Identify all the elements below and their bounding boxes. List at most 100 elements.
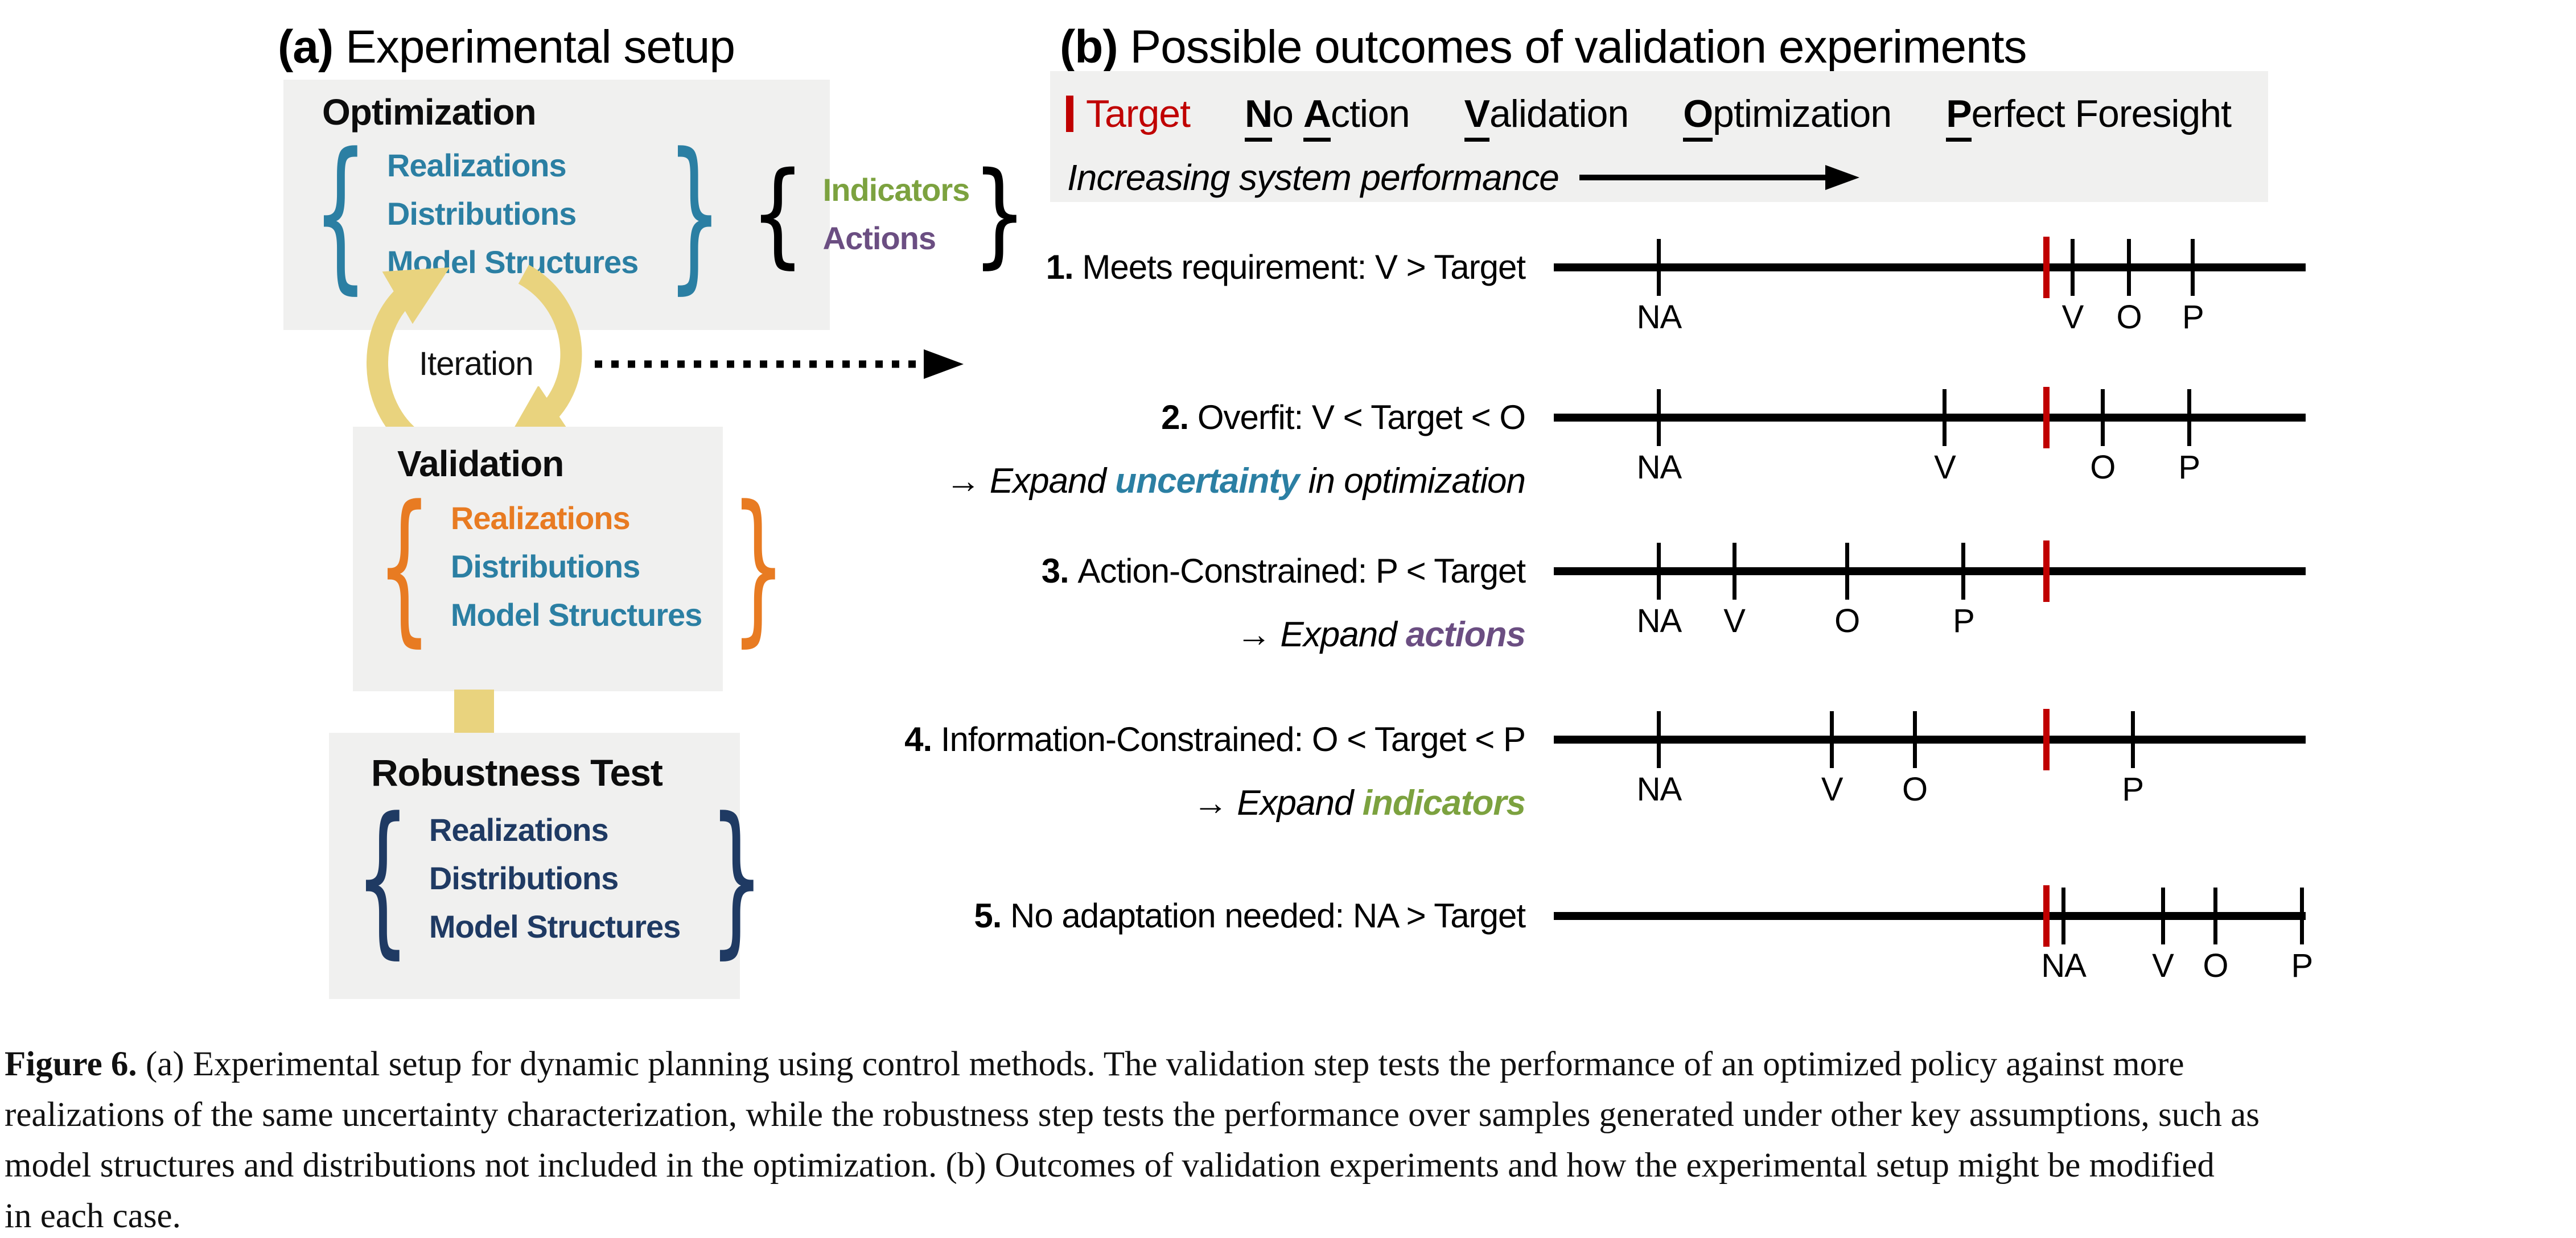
open-brace-icon: { xyxy=(376,470,432,662)
tick xyxy=(2100,389,2105,446)
robustness-box: Robustness Test { Realizations Distribut… xyxy=(329,733,764,999)
figure-caption: Figure 6. (a) Experimental setup for dyn… xyxy=(5,1039,2573,1238)
optimization-title: Optimization xyxy=(322,92,537,133)
right-arrow-icon xyxy=(1579,165,1859,190)
list-item: Realizations xyxy=(429,812,609,848)
validation-content: { Realizations Distributions Model Struc… xyxy=(370,484,792,648)
tick xyxy=(1830,711,1834,768)
tick-label: O xyxy=(2090,449,2116,486)
right-arrow-glyph: → xyxy=(945,461,990,501)
tick xyxy=(2061,888,2066,944)
remedy-keyword: actions xyxy=(1405,615,1526,654)
tick-label: P xyxy=(2178,449,2200,486)
tick xyxy=(1732,543,1736,600)
panel-b-tag: (b) xyxy=(1060,21,1118,73)
list-item: Model Structures xyxy=(429,909,681,944)
tick-label: V xyxy=(1821,771,1843,808)
tick-label: V xyxy=(1723,603,1746,639)
tick xyxy=(1657,389,1661,446)
caption-line: in each case. xyxy=(5,1197,181,1235)
right-arrow-glyph: → xyxy=(1236,615,1281,654)
tick-label: O xyxy=(1834,603,1860,639)
robustness-list: Realizations Distributions Model Structu… xyxy=(417,806,702,951)
list-item: Indicators xyxy=(822,171,970,208)
remedy-keyword: uncertainty xyxy=(1115,461,1299,501)
tick xyxy=(2299,888,2304,944)
right-arrow-glyph: → xyxy=(1192,783,1237,823)
tick-label: P xyxy=(1953,603,1975,639)
caption-text: (a) Experimental setup for dynamic plann… xyxy=(137,1045,2184,1083)
legend-item-key-letter: V xyxy=(1464,92,1490,142)
validation-box: Validation { Realizations Distributions … xyxy=(353,427,786,691)
legend-item-key-letter: P xyxy=(1946,92,1972,142)
target-tick xyxy=(2043,237,2050,298)
panel-b-title: Possible outcomes of validation experime… xyxy=(1117,21,2027,73)
tick xyxy=(2070,239,2075,296)
target-marker-icon xyxy=(1066,96,1073,132)
close-brace-icon: } xyxy=(666,117,722,309)
tick-label: NA xyxy=(1636,603,1682,639)
panel-a-tag: (a) xyxy=(278,21,334,73)
list-item: Actions xyxy=(822,220,936,256)
validation-list: Realizations Distributions Model Structu… xyxy=(438,494,724,639)
tick xyxy=(1912,711,1917,768)
tick-label: O xyxy=(1902,771,1928,808)
tick-label: O xyxy=(2116,299,2142,336)
optimization-decision-list: Indicators Actions xyxy=(812,166,970,262)
legend-item: Validation xyxy=(1464,92,1629,142)
outcome-row-remedy: → Expand indicators xyxy=(672,783,1526,823)
tick xyxy=(1943,389,1947,446)
list-item: Distributions xyxy=(450,548,640,584)
tick-label: NA xyxy=(2041,947,2087,984)
legend-target: Target xyxy=(1066,92,1191,136)
outcome-row-remedy: → Expand actions xyxy=(672,614,1526,655)
list-item: Distributions xyxy=(386,196,577,232)
remedy-text: in optimization xyxy=(1299,461,1526,501)
legend-item: No Action xyxy=(1245,92,1410,142)
target-tick xyxy=(2043,709,2050,770)
close-brace-icon: } xyxy=(972,147,1027,279)
dotted-arrow-icon xyxy=(595,349,964,379)
performance-line xyxy=(1554,414,2306,422)
tick-label: P xyxy=(2182,299,2204,336)
tick xyxy=(1961,543,1966,600)
outcome-row-number: 2. xyxy=(1161,398,1198,436)
close-brace-icon: } xyxy=(709,782,764,973)
list-item: Realizations xyxy=(450,500,631,536)
performance-line xyxy=(1554,263,2306,271)
caption-line: realizations of the same uncertainty cha… xyxy=(5,1096,2260,1134)
robustness-title: Robustness Test xyxy=(371,752,663,794)
performance-line xyxy=(1554,736,2306,744)
tick xyxy=(1845,543,1849,600)
performance-line xyxy=(1554,912,2306,920)
iteration-label: Iteration xyxy=(411,341,541,386)
remedy-text: Expand xyxy=(1280,615,1406,654)
outcome-row-label: 1. Meets requirement: V > Target xyxy=(1046,248,1526,286)
outcome-row-label: 2. Overfit: V < Target < O xyxy=(1161,398,1526,436)
tick-label: NA xyxy=(1636,771,1682,808)
legend-item-key-letter: A xyxy=(1303,92,1331,142)
tick xyxy=(2191,239,2195,296)
legend-item: Perfect Foresight xyxy=(1946,92,2232,142)
tick-label: NA xyxy=(1636,449,1682,486)
outcome-row-label: 4. Information-Constrained: O < Target <… xyxy=(904,720,1526,758)
caption-line: Figure 6. (a) Experimental setup for dyn… xyxy=(5,1039,2573,1090)
tick xyxy=(2187,389,2191,446)
legend-target-label: Target xyxy=(1086,92,1191,135)
list-item: Distributions xyxy=(429,860,619,896)
remedy-keyword: indicators xyxy=(1362,783,1526,823)
open-brace-icon: { xyxy=(312,117,368,309)
legend-item-key-letter: O xyxy=(1683,92,1713,142)
optimization-content: { Realizations Distributions Model Struc… xyxy=(306,131,1034,295)
optimization-box: Optimization { Realizations Distribution… xyxy=(283,80,1027,330)
tick-label: O xyxy=(2203,947,2228,984)
outcome-row-number: 5. xyxy=(974,897,1011,935)
target-tick xyxy=(2043,387,2050,448)
validation-title: Validation xyxy=(397,443,564,484)
close-brace-icon: } xyxy=(730,470,786,662)
robustness-content: { Realizations Distributions Model Struc… xyxy=(348,795,771,960)
axis-note: Increasing system performance xyxy=(1067,157,1559,198)
open-brace-icon: { xyxy=(750,147,805,279)
